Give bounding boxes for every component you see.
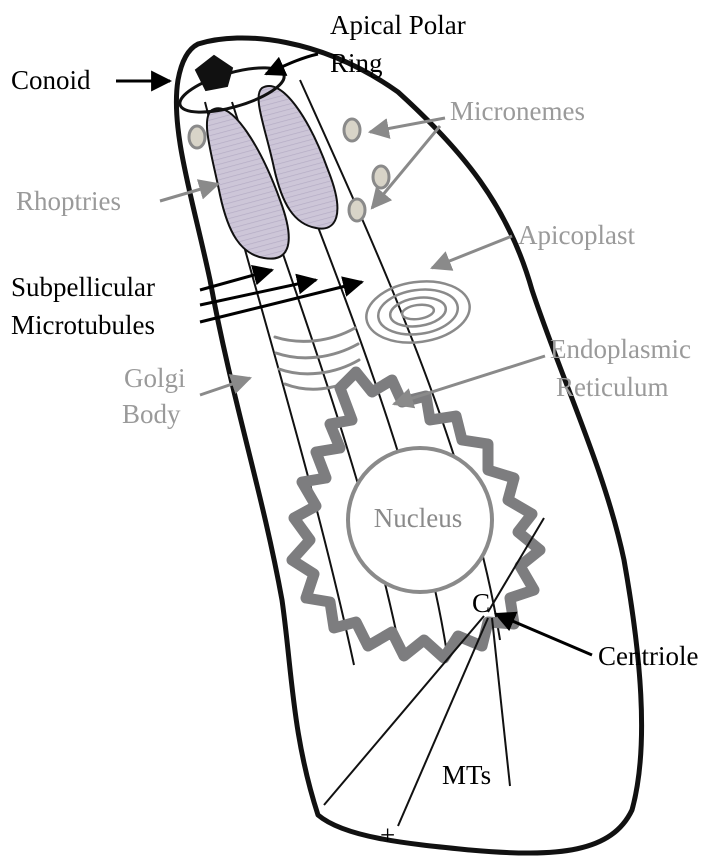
label-conoid: Conoid: [11, 65, 91, 95]
label-apical-polar-ring-2: Ring: [330, 48, 383, 78]
label-golgi-1: Golgi: [124, 363, 186, 393]
nucleus-label: Nucleus: [374, 503, 462, 533]
label-subpellicular-1: Subpellicular: [11, 272, 155, 302]
label-centriole: Centriole: [598, 641, 698, 671]
label-endoplasmic-1: Endoplasmic: [550, 334, 691, 364]
label-centriole-marker: C: [472, 588, 490, 618]
label-apicoplast: Apicoplast: [518, 220, 635, 250]
label-apical-polar-ring-1: Apical Polar: [330, 10, 466, 40]
label-mts: MTs: [442, 760, 491, 790]
label-plus-end: +: [380, 820, 395, 850]
label-endoplasmic-2: Reticulum: [556, 372, 668, 402]
label-golgi-2: Body: [122, 399, 181, 429]
label-micronemes: Micronemes: [450, 96, 585, 126]
label-subpellicular-2: Microtubules: [11, 310, 155, 340]
label-rhoptries: Rhoptries: [16, 186, 121, 216]
